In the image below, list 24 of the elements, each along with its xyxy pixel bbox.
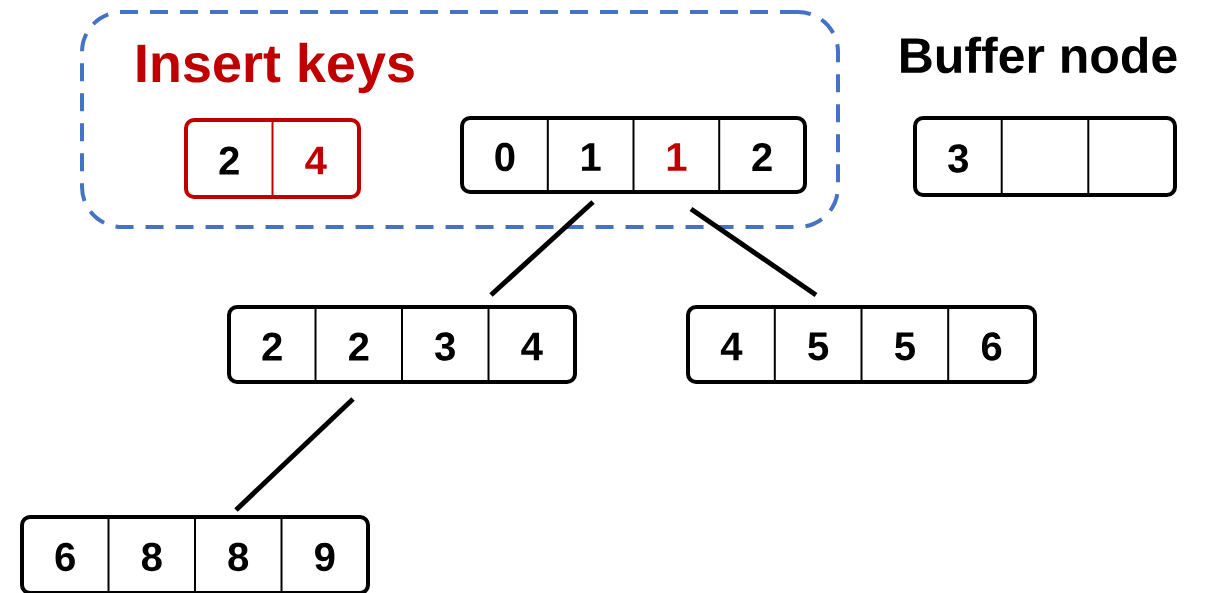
- key-number: 2: [349, 332, 369, 361]
- key-number: 2: [219, 146, 239, 175]
- key-number: 5: [808, 332, 829, 361]
- key-number: 2: [752, 143, 772, 171]
- connector-line: [489, 200, 595, 297]
- connector-line: [234, 397, 355, 512]
- key-number: 1: [667, 143, 687, 171]
- connector-line: [689, 206, 818, 298]
- key-number: 6: [55, 542, 75, 572]
- key-number: 8: [141, 542, 162, 572]
- key-number: 9: [315, 542, 335, 572]
- key-number: 4: [521, 332, 543, 361]
- key-number: 4: [720, 332, 743, 361]
- key-number: 5: [895, 332, 915, 361]
- heading: Buffer node: [901, 36, 1177, 74]
- key-number: 1: [582, 143, 601, 171]
- key-number: 3: [948, 144, 968, 173]
- key-number: 0: [495, 142, 515, 172]
- key-number: 8: [228, 542, 249, 572]
- heading: Insert keys: [137, 42, 414, 94]
- key-number: 6: [981, 332, 1002, 361]
- key-number: 2: [262, 332, 282, 361]
- key-number: 3: [435, 332, 455, 361]
- key-number: 4: [305, 146, 327, 175]
